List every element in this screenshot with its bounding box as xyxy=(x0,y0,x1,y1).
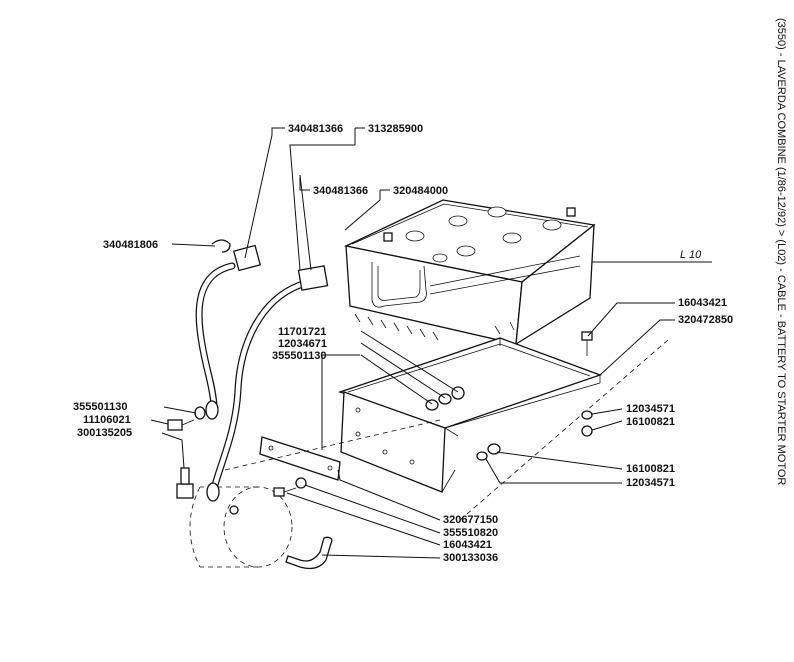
part-16043421-b: 16043421 xyxy=(443,539,492,551)
battery xyxy=(343,199,596,346)
part-320677150: 320677150 xyxy=(443,514,498,526)
part-12034571-b: 12034571 xyxy=(626,477,675,489)
part-340481806: 340481806 xyxy=(103,239,158,251)
cable-clip xyxy=(211,239,231,253)
clamp-plate xyxy=(259,436,341,481)
diagram-title: (3550) - LAVERDA COMBINE (1/86-12/92) > … xyxy=(775,18,787,485)
leader-lines xyxy=(150,127,675,559)
part-16043421-a: 16043421 xyxy=(678,297,727,309)
part-355501130-a: 355501130 xyxy=(272,350,326,362)
part-320484000: 320484000 xyxy=(393,185,448,197)
cable-short xyxy=(195,244,262,420)
part-320472850: 320472850 xyxy=(678,314,733,326)
label-l10: L 10 xyxy=(680,249,702,261)
hardware xyxy=(167,331,593,570)
part-labels: 340481366 313285900 340481366 320484000 … xyxy=(73,123,733,564)
part-11106021: 11106021 xyxy=(83,414,131,426)
starter-motor xyxy=(189,486,293,568)
part-340481366-b: 340481366 xyxy=(313,185,368,197)
part-355501130-b: 355501130 xyxy=(73,401,127,413)
part-313285900: 313285900 xyxy=(368,123,423,135)
mounting-bracket xyxy=(340,391,459,493)
part-300135205: 300135205 xyxy=(77,427,132,439)
part-355510820: 355510820 xyxy=(443,527,498,539)
part-16100821-b: 16100821 xyxy=(626,463,675,475)
part-12034571-a: 12034571 xyxy=(626,403,675,415)
part-11701721: 11701721 xyxy=(278,326,326,338)
part-16100821-a: 16100821 xyxy=(626,416,675,428)
part-300133036: 300133036 xyxy=(443,552,498,564)
part-12034671: 12034671 xyxy=(278,338,327,350)
part-340481366-a: 340481366 xyxy=(288,123,343,135)
